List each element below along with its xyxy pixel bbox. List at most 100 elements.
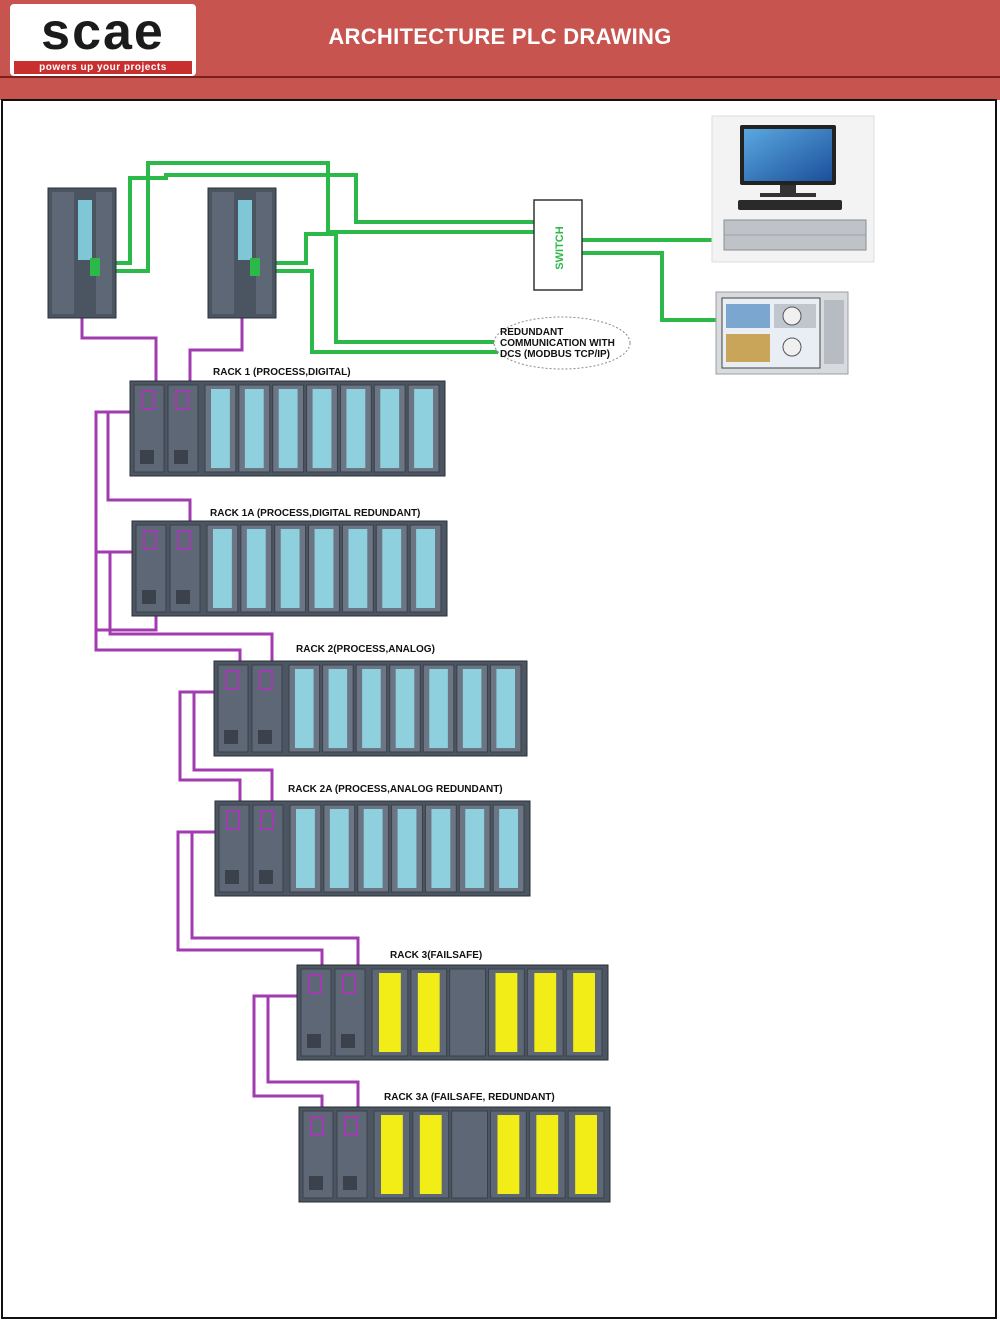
io-module-label-strip (380, 389, 400, 468)
rack-5: RACK 3(FAILSAFE) (296, 950, 609, 1061)
scae-logo: scae powers up your projects (10, 4, 196, 76)
ethernet-cable-cpu2-b (256, 269, 498, 354)
dcs-communication-note: REDUNDANT COMMUNICATION WITH DCS (MODBUS… (493, 316, 631, 370)
io-module-label-strip (246, 529, 266, 608)
hmi-panel (715, 291, 849, 375)
profibus-port (141, 390, 155, 410)
io-module-label-strip (280, 529, 300, 608)
io-module-label-strip (414, 389, 433, 468)
status-leds (225, 870, 239, 884)
failsafe-module-strip (573, 973, 595, 1052)
io-module-label-strip (278, 389, 298, 468)
io-module-label-strip (296, 809, 315, 888)
rack-3: RACK 2(PROCESS,ANALOG) (213, 644, 528, 757)
engineering-workstation (711, 115, 875, 263)
profibus-port (308, 974, 322, 994)
io-module-label-strip (416, 529, 435, 608)
profibus-port (260, 810, 274, 830)
status-leds (174, 450, 188, 464)
profibus-port (259, 670, 273, 690)
status-leds (343, 1176, 357, 1190)
ethernet-cable-cpu2-a (256, 232, 496, 344)
profibus-port (342, 974, 356, 994)
profibus-port (310, 1116, 324, 1136)
network-switch: SWITCH (533, 199, 583, 291)
status-leds (341, 1034, 355, 1048)
dcs-note-line1: REDUNDANT (500, 327, 563, 338)
io-module-label-strip (295, 669, 314, 748)
ethernet-cable-to-hmi (582, 251, 716, 322)
io-module-label-strip (462, 669, 482, 748)
rack-6: RACK 3A (FAILSAFE, REDUNDANT) (298, 1092, 611, 1203)
rack-2: RACK 1A (PROCESS,DIGITAL REDUNDANT) (131, 508, 448, 617)
status-leds (142, 590, 156, 604)
profibus-port (177, 530, 191, 550)
failsafe-module-strip (497, 1115, 520, 1194)
dcs-note-line3: DCS (MODBUS TCP/IP) (500, 349, 610, 360)
rack-label: RACK 1 (PROCESS,DIGITAL) (213, 367, 351, 378)
failsafe-module-strip (381, 1115, 403, 1194)
profibus-cpu2-down (188, 318, 244, 400)
failsafe-module-strip (575, 1115, 597, 1194)
io-module-label-strip (465, 809, 485, 888)
rack-4: RACK 2A (PROCESS,ANALOG REDUNDANT) (214, 784, 531, 897)
logo-text: scae (41, 3, 165, 61)
io-module-label-strip (329, 809, 349, 888)
io-module-label-strip (363, 809, 383, 888)
rack-label: RACK 3(FAILSAFE) (390, 950, 482, 961)
rack-1: RACK 1 (PROCESS,DIGITAL) (129, 367, 446, 477)
dcs-note-line2: COMMUNICATION WITH (500, 338, 615, 349)
ethernet-cable-cpu1-a (96, 173, 534, 265)
racks-layer: RACK 1 (PROCESS,DIGITAL) RACK 1A (PROCESS… (129, 367, 611, 1203)
logo-tagline: powers up your projects (14, 61, 192, 74)
status-leds (140, 450, 154, 464)
io-module-label-strip (346, 389, 366, 468)
profibus-port (175, 390, 189, 410)
io-module-label-strip (429, 669, 448, 748)
io-module-label-strip (431, 809, 451, 888)
failsafe-module-strip (417, 973, 440, 1052)
rack-label: RACK 2(PROCESS,ANALOG) (296, 644, 435, 655)
io-module-label-strip (397, 809, 417, 888)
profibus-port (143, 530, 157, 550)
io-module-label-strip (244, 389, 264, 468)
io-module-label-strip (328, 669, 348, 748)
status-leds (176, 590, 190, 604)
io-module-label-strip (362, 669, 381, 748)
rack-label: RACK 3A (FAILSAFE, REDUNDANT) (384, 1092, 555, 1103)
fs-module (451, 1110, 488, 1199)
cpu-1 (47, 187, 117, 319)
io-module-label-strip (382, 529, 402, 608)
status-leds (309, 1176, 323, 1190)
status-leds (259, 870, 273, 884)
status-leds (307, 1034, 321, 1048)
status-leds (258, 730, 272, 744)
failsafe-module-strip (379, 973, 401, 1052)
failsafe-module-strip (536, 1115, 559, 1194)
io-module-label-strip (496, 669, 515, 748)
profibus-port (344, 1116, 358, 1136)
switch-label: SWITCH (554, 226, 566, 269)
io-module-label-strip (395, 669, 415, 748)
header-divider (0, 76, 1000, 78)
profibus-port (226, 810, 240, 830)
failsafe-module-strip (534, 973, 557, 1052)
cpu-2 (207, 187, 277, 319)
io-module-label-strip (312, 389, 332, 468)
status-leds (224, 730, 238, 744)
io-module-label-strip (314, 529, 334, 608)
fs-module (449, 968, 486, 1057)
io-module-label-strip (499, 809, 518, 888)
io-module-label-strip (213, 529, 232, 608)
im-module (300, 968, 332, 1057)
keyboard-icon (738, 200, 842, 210)
rack-label: RACK 1A (PROCESS,DIGITAL REDUNDANT) (210, 508, 420, 519)
ethernet-cable-cpu1-b (96, 161, 534, 273)
ethernet-network (96, 161, 722, 354)
drawing-frame (1, 99, 997, 1319)
io-module-label-strip (348, 529, 368, 608)
profibus-cpu1-down (80, 318, 158, 400)
failsafe-module-strip (495, 973, 518, 1052)
io-module-label-strip (211, 389, 230, 468)
